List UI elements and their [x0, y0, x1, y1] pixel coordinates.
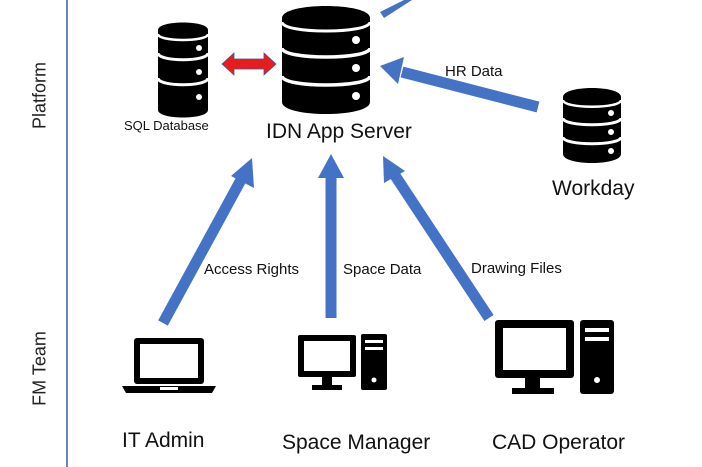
space-data-label: Space Data: [343, 261, 422, 278]
laptop-icon: [122, 338, 216, 393]
arrow-top-partial: [380, 0, 412, 18]
lane-label-platform: Platform: [29, 61, 50, 130]
workday-database-icon: [561, 88, 623, 163]
hr-data-arrow: [380, 57, 540, 113]
cad-operator-desktop-icon: [495, 320, 614, 394]
space-manager-desktop-icon: [298, 334, 387, 390]
drawing-files-arrow: [383, 156, 494, 322]
lane-label-fm-team: FM Team: [29, 331, 50, 406]
hr-data-label: HR Data: [445, 63, 503, 80]
space-manager-label: Space Manager: [282, 431, 431, 454]
access-rights-arrow: [158, 158, 254, 326]
access-rights-label: Access Rights: [204, 261, 300, 278]
drawing-files-label: Drawing Files: [471, 260, 562, 277]
cad-operator-label: CAD Operator: [492, 431, 626, 454]
workday-label: Workday: [552, 177, 635, 200]
sync-double-arrow: [221, 52, 277, 76]
space-data-arrow: [318, 154, 344, 318]
app-server-database-icon: [280, 6, 372, 114]
app-server-label: IDN App Server: [266, 120, 412, 143]
sql-database-icon: [156, 22, 210, 118]
sql-database-label: SQL Database: [124, 118, 209, 133]
it-admin-label: IT Admin: [122, 429, 205, 452]
